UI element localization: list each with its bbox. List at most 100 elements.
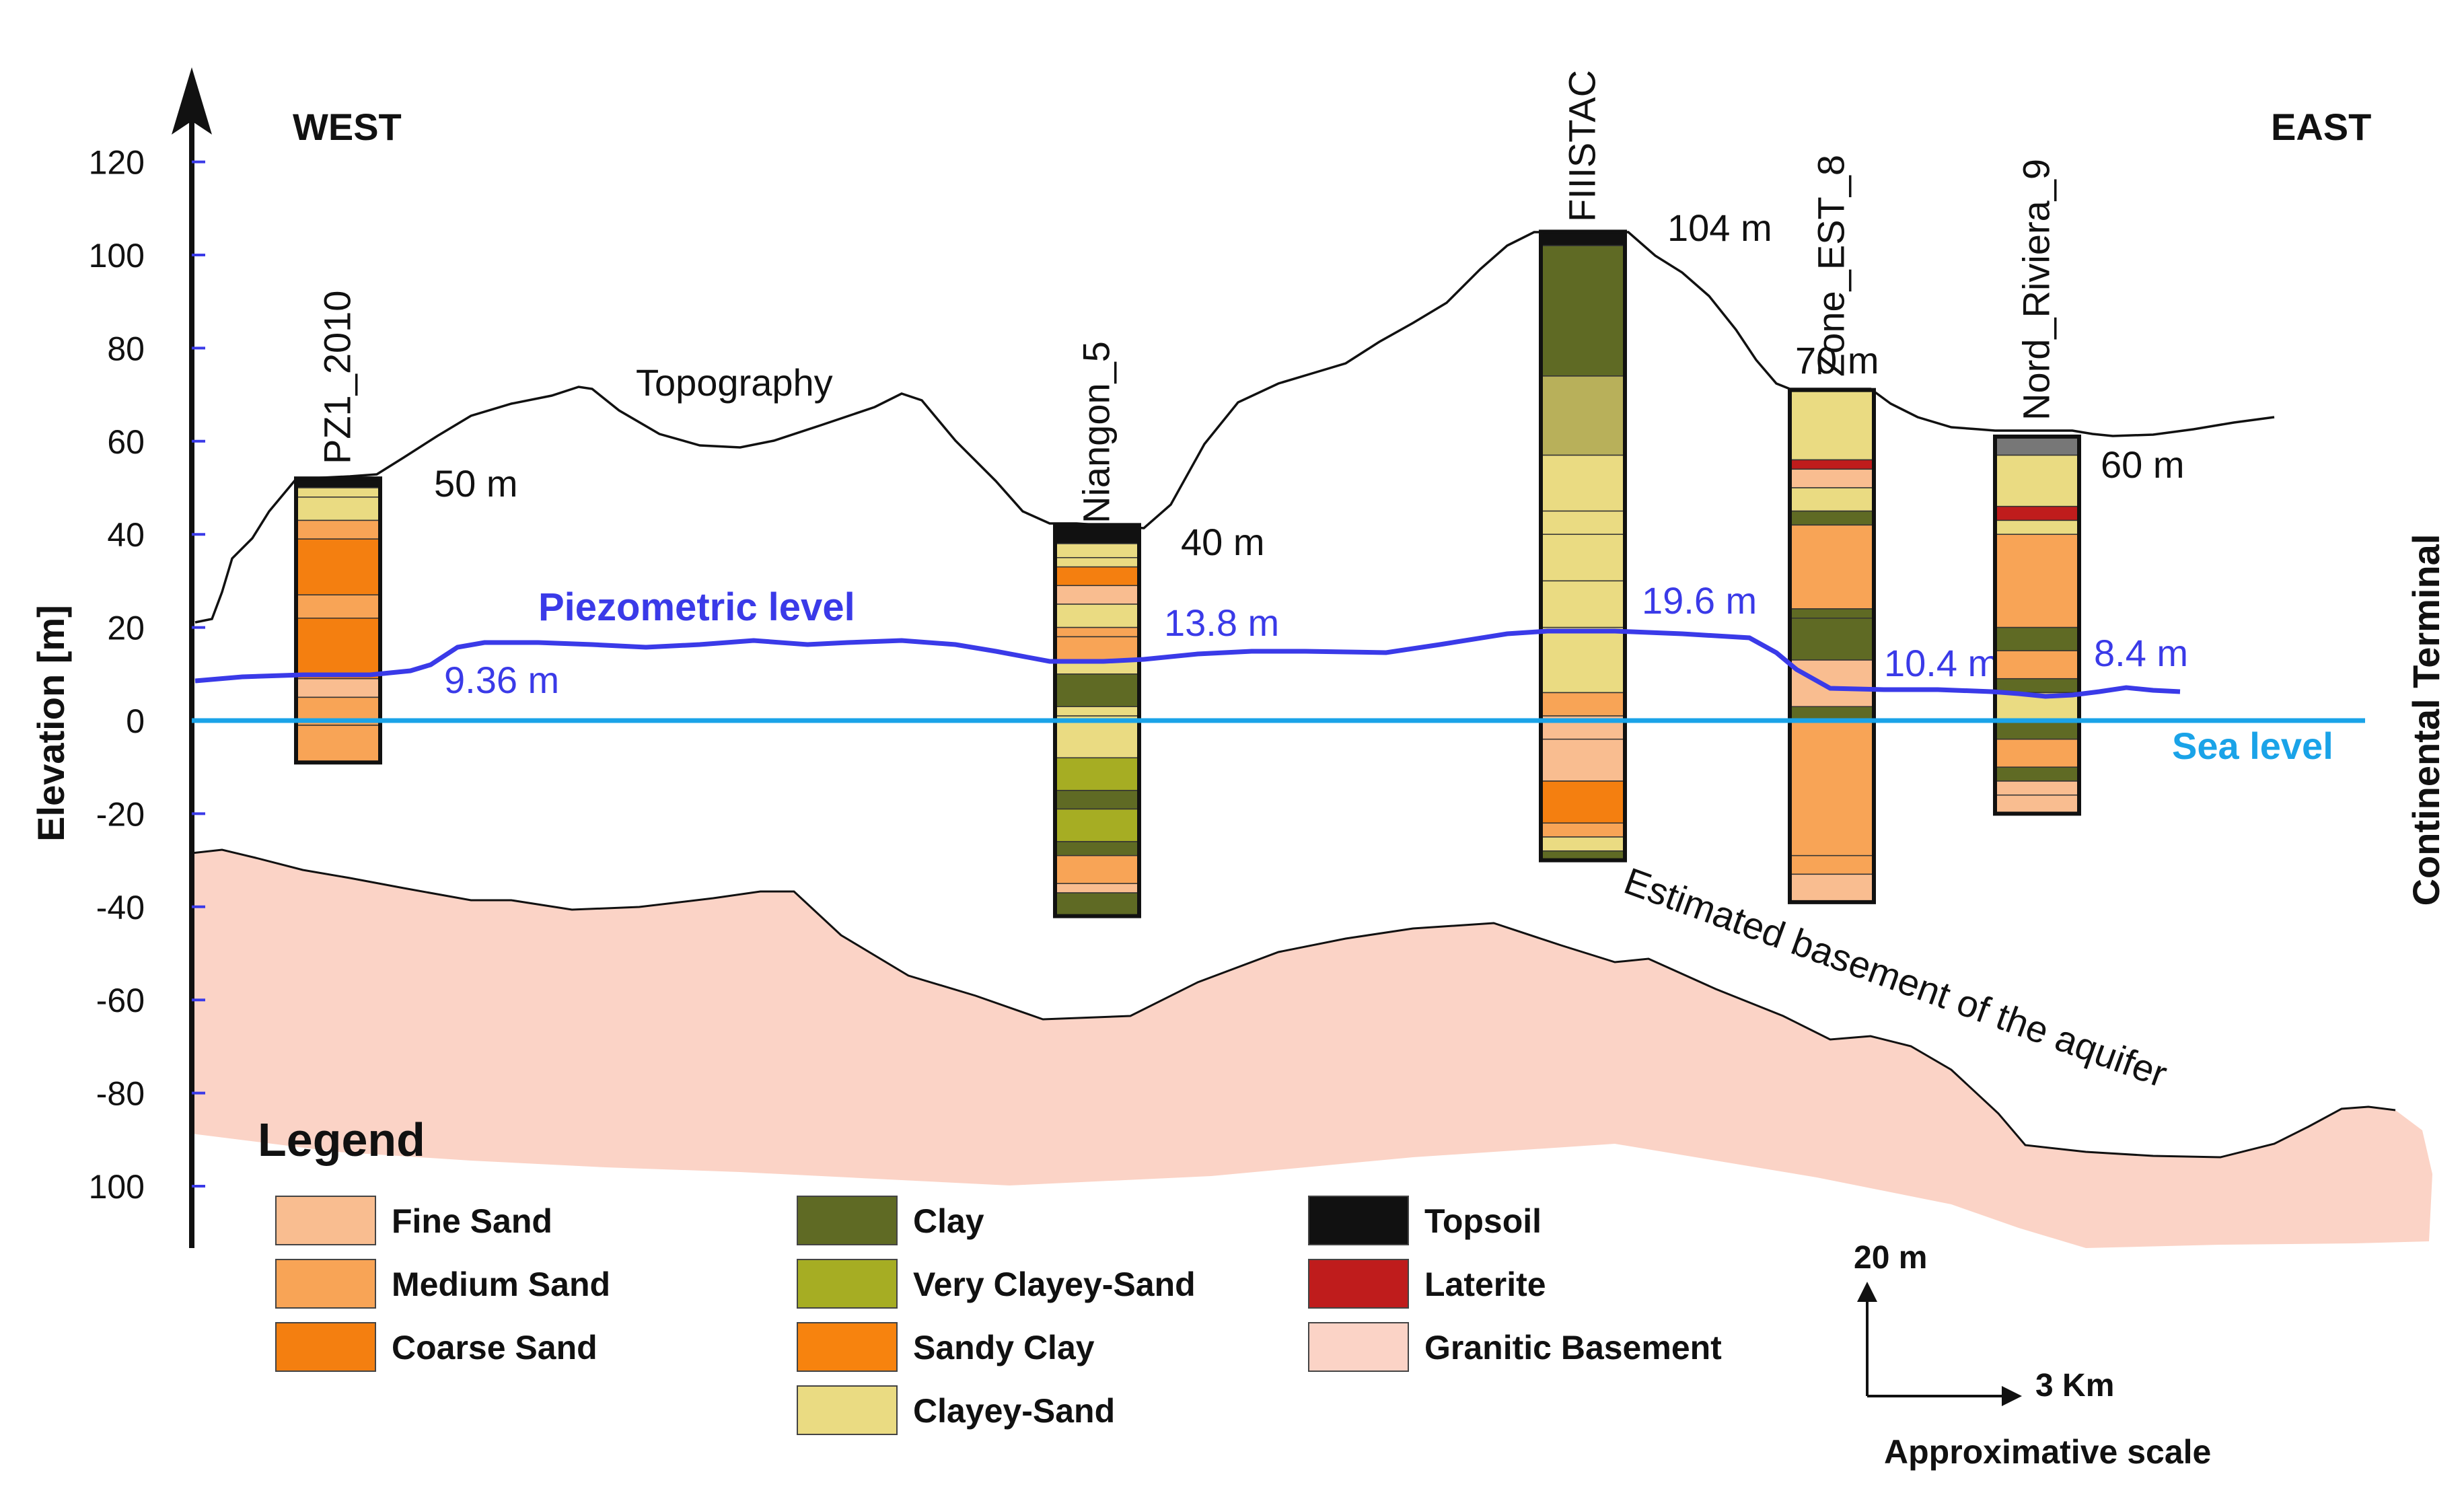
borehole-layer — [295, 678, 381, 698]
legend-label: Topsoil — [1424, 1202, 1542, 1240]
legend-label: Granitic Basement — [1424, 1329, 1722, 1366]
legend-label: Fine Sand — [392, 1202, 552, 1240]
scale-caption: Approximative scale — [1884, 1433, 2211, 1471]
borehole-layer — [1994, 766, 2080, 782]
legend-swatch — [1308, 1259, 1409, 1309]
legend-label: Clayey-Sand — [913, 1392, 1115, 1430]
scale-horizontal-label: 3 Km — [2035, 1368, 2114, 1403]
borehole-layer — [1540, 245, 1626, 377]
borehole-outline — [1788, 388, 1876, 904]
borehole-layer — [1994, 436, 2080, 456]
axis-tick-label: 100 — [89, 237, 145, 275]
borehole-layer — [1994, 780, 2080, 796]
borehole-name: PZ1_2010 — [316, 291, 359, 464]
borehole-outline — [294, 476, 382, 765]
borehole-layer — [295, 538, 381, 595]
borehole-layer — [295, 618, 381, 680]
borehole-layer — [1789, 468, 1875, 488]
borehole-elevation-label: 60 m — [2101, 443, 2185, 486]
boreholes: PZ1_2010 50 m 9.36 m Niangon_540 m13.8 m FII… — [294, 70, 2188, 918]
borehole-layer — [1994, 534, 2080, 628]
borehole-outline — [1993, 434, 2081, 816]
piezometric-level-label: Piezometric level — [538, 585, 855, 629]
continental-terminal-label: Continental Terminal — [2405, 534, 2447, 906]
borehole-elevation-label: 40 m — [1181, 521, 1265, 563]
borehole-layer — [1540, 780, 1626, 824]
borehole-layer — [1054, 557, 1140, 568]
borehole-column: Niangon_540 m13.8 m — [1053, 341, 1279, 918]
axis-ylabel: Elevation [m] — [30, 605, 72, 842]
borehole-layer — [1540, 375, 1626, 456]
borehole-layer — [1994, 720, 2080, 740]
borehole-layer — [1789, 618, 1875, 661]
borehole-name: Nord_Riviera_9 — [2015, 159, 2058, 421]
borehole-layer — [1054, 854, 1140, 884]
borehole-layer — [1540, 822, 1626, 838]
axis-tick-label: 40 — [107, 516, 145, 554]
borehole-layer — [1054, 604, 1140, 628]
piezometric-line — [194, 628, 2181, 699]
borehole-layer — [1994, 626, 2080, 651]
borehole-layer — [1789, 720, 1875, 856]
borehole-layer — [1789, 487, 1875, 512]
borehole-layer — [1054, 808, 1140, 842]
borehole-layer — [1054, 790, 1140, 810]
borehole-column: Nord_Riviera_960 m8.4 m — [1993, 159, 2188, 816]
granitic-basement-area — [191, 848, 2432, 1248]
legend-swatch — [275, 1196, 376, 1245]
axis-tick-label: -80 — [96, 1075, 145, 1113]
axis-tick-label: -20 — [96, 795, 145, 833]
legend-swatch — [275, 1322, 376, 1372]
legend-label: Laterite — [1424, 1266, 1546, 1303]
borehole-layer — [1054, 636, 1140, 661]
borehole-elevation-label: 70 m — [1795, 339, 1879, 381]
axis-tick-label: 20 — [107, 610, 145, 647]
legend-swatch — [275, 1259, 376, 1309]
borehole-elevation-label: 50 m — [434, 462, 518, 505]
borehole-layer — [1540, 692, 1626, 717]
scale-up-arrow-icon — [1857, 1282, 1877, 1302]
borehole-layer — [1054, 673, 1140, 707]
legend-swatch — [797, 1322, 898, 1372]
scale-right-arrow-icon — [2002, 1386, 2022, 1406]
borehole-layer — [1994, 454, 2080, 507]
axis-tick-label: 100 — [89, 1168, 145, 1206]
borehole-layer — [295, 725, 381, 764]
borehole-layer — [1054, 585, 1140, 605]
borehole-layer — [1540, 510, 1626, 535]
borehole-layer — [1054, 883, 1140, 893]
axis-tick-label: 60 — [107, 423, 145, 461]
borehole-column: PZ1_2010 50 m 9.36 m — [294, 291, 559, 765]
axis-tick-label: 120 — [89, 144, 145, 182]
borehole-layer — [1054, 841, 1140, 856]
borehole-layer — [295, 519, 381, 540]
borehole-piezo-label: 9.36 m — [444, 659, 559, 701]
borehole-layer — [1054, 626, 1140, 638]
borehole-layer — [295, 497, 381, 521]
borehole-outline — [1539, 229, 1627, 863]
borehole-layer — [1789, 854, 1875, 875]
borehole-layer — [1789, 659, 1875, 707]
borehole-layer — [295, 594, 381, 619]
borehole-layer — [1540, 836, 1626, 852]
borehole-layer — [1994, 794, 2080, 815]
borehole-layer — [1054, 757, 1140, 791]
legend-label: Medium Sand — [392, 1266, 610, 1303]
axis-tick-label: 80 — [107, 330, 145, 367]
borehole-layer — [1789, 524, 1875, 610]
borehole-piezo-label: 19.6 m — [1642, 579, 1757, 622]
legend-swatch — [797, 1259, 898, 1309]
borehole-layer — [1789, 608, 1875, 619]
sea-level-label: Sea level — [2172, 725, 2333, 767]
borehole-piezo-label: 10.4 m — [1884, 642, 1999, 684]
borehole-layer — [1540, 626, 1626, 694]
basement-top-line — [191, 848, 2396, 1159]
legend-label: Coarse Sand — [392, 1329, 597, 1366]
approximative-scale: 20 m 3 Km Approximative scale — [1854, 1240, 2211, 1471]
borehole-name: Zone_EST_8 — [1810, 155, 1852, 377]
borehole-layer — [1994, 650, 2080, 680]
